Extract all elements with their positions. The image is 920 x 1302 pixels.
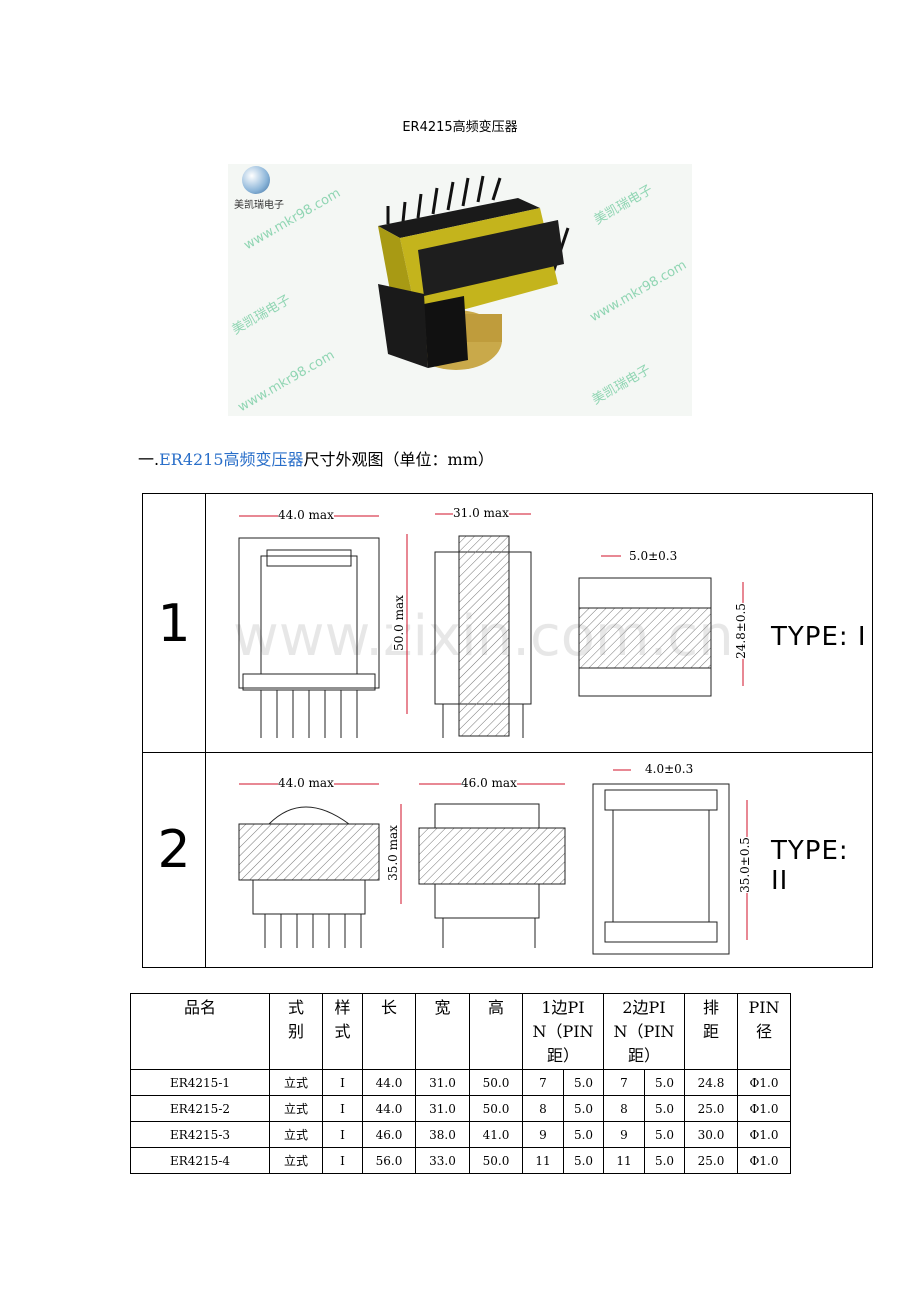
row1-number: 1 <box>157 594 191 654</box>
row2-side-view <box>418 803 566 948</box>
row1-side-view <box>434 535 532 738</box>
drawing-column-divider <box>205 494 206 967</box>
table-cell: 5.0 <box>644 1095 685 1122</box>
drawing-figures <box>238 513 748 955</box>
table-cell: 5.0 <box>644 1147 685 1174</box>
row1-row-spacing-dim: 24.8±0.5 <box>733 603 748 659</box>
table-cell: 7 <box>603 1069 645 1096</box>
logo-text: 美凯瑞电子 <box>234 200 284 211</box>
row2-height-dim: 35.0 max <box>385 825 400 881</box>
table-cell: 立式 <box>269 1121 323 1148</box>
table-cell: 5.0 <box>563 1121 604 1148</box>
transformer-photo <box>378 175 570 370</box>
table-cell: 50.0 <box>469 1069 523 1096</box>
table-row: ER4215-3 立式 I 46.0 38.0 41.0 9 5.0 9 5.0… <box>130 1121 791 1148</box>
section-heading: 一.ER4215高频变压器尺寸外观图（单位：mm） <box>138 446 494 470</box>
table-cell: I <box>322 1095 363 1122</box>
table-cell: ER4215-1 <box>130 1069 270 1096</box>
table-cell: I <box>322 1121 363 1148</box>
table-cell: 7 <box>522 1069 564 1096</box>
table-cell: 9 <box>603 1121 645 1148</box>
table-cell: 5.0 <box>644 1069 685 1096</box>
table-row: ER4215-4 立式 I 56.0 33.0 50.0 11 5.0 11 5… <box>130 1147 791 1174</box>
table-cell: 44.0 <box>362 1095 416 1122</box>
table-cell: 41.0 <box>469 1121 523 1148</box>
table-cell: 31.0 <box>415 1095 470 1122</box>
heading-link[interactable]: ER4215高频变压器 <box>159 450 304 469</box>
table-row: ER4215-2 立式 I 44.0 31.0 50.0 8 5.0 8 5.0… <box>130 1095 791 1122</box>
row1-front-view <box>238 537 380 738</box>
table-cell: 5.0 <box>644 1121 685 1148</box>
row2-front-view <box>238 806 380 948</box>
table-cell: ER4215-3 <box>130 1121 270 1148</box>
table-cell: Φ1.0 <box>737 1095 791 1122</box>
header-cell: 式 别 <box>269 993 323 1070</box>
row1-height-dim: 50.0 max <box>391 595 406 651</box>
row1-width-dim: 44.0 max <box>278 508 334 522</box>
table-cell: 56.0 <box>362 1147 416 1174</box>
table-cell: 立式 <box>269 1095 323 1122</box>
row1-depth-dim: 31.0 max <box>453 506 509 520</box>
row2-pin-pitch-dim: 4.0±0.3 <box>645 762 694 776</box>
table-cell: 46.0 <box>362 1121 416 1148</box>
table-cell: 立式 <box>269 1069 323 1096</box>
table-header-row: 品名 式 别 样 式 长 宽 高 1边PI N（PIN 距） 2边PI N（PI… <box>130 993 791 1070</box>
dimension-drawing: www.zixin.com.cn 1 2 TYPE: I TYPE: II <box>142 493 873 968</box>
table-cell: ER4215-2 <box>130 1095 270 1122</box>
row1-bottom-view <box>578 577 712 697</box>
heading-suffix: 尺寸外观图（单位：mm） <box>303 450 494 469</box>
table-cell: 5.0 <box>563 1147 604 1174</box>
document-title: ER4215高频变压器 <box>402 120 518 135</box>
company-logo: 美凯瑞电子 <box>234 166 290 211</box>
spec-table: 品名 式 别 样 式 长 宽 高 1边PI N（PIN 距） 2边PI N（PI… <box>130 993 791 1174</box>
table-cell: 44.0 <box>362 1069 416 1096</box>
header-cell: 宽 <box>415 993 470 1070</box>
row2-depth-dim: 46.0 max <box>461 776 517 790</box>
drawing-row-divider <box>143 752 872 753</box>
table-cell: 50.0 <box>469 1147 523 1174</box>
header-cell: 品名 <box>130 993 270 1070</box>
header-cell: 2边PI N（PIN 距） <box>603 993 685 1070</box>
header-cell: 1边PI N（PIN 距） <box>522 993 604 1070</box>
row2-row-spacing-dim: 35.0±0.5 <box>737 837 752 893</box>
table-cell: 11 <box>522 1147 564 1174</box>
product-photo: www.mkr98.com 美凯瑞电子 www.mkr98.com 美凯瑞电子 … <box>228 164 692 416</box>
logo-globe-icon <box>242 166 270 194</box>
table-cell: 30.0 <box>684 1121 738 1148</box>
row1-pin-pitch-dim: 5.0±0.3 <box>629 549 678 563</box>
table-cell: 38.0 <box>415 1121 470 1148</box>
table-cell: I <box>322 1147 363 1174</box>
table-cell: 33.0 <box>415 1147 470 1174</box>
row2-width-dim: 44.0 max <box>278 776 334 790</box>
table-cell: I <box>322 1069 363 1096</box>
table-cell: Φ1.0 <box>737 1147 791 1174</box>
row1-type-label: TYPE: I <box>771 622 867 652</box>
table-cell: Φ1.0 <box>737 1069 791 1096</box>
table-cell: 8 <box>522 1095 564 1122</box>
row2-bottom-view <box>592 783 730 955</box>
table-cell: 50.0 <box>469 1095 523 1122</box>
table-cell: 24.8 <box>684 1069 738 1096</box>
header-cell: 样 式 <box>322 993 363 1070</box>
table-cell: 31.0 <box>415 1069 470 1096</box>
header-cell: 排 距 <box>684 993 738 1070</box>
header-cell: 高 <box>469 993 523 1070</box>
row2-number: 2 <box>157 820 191 880</box>
table-cell: 立式 <box>269 1147 323 1174</box>
header-cell: 长 <box>362 993 416 1070</box>
table-cell: 5.0 <box>563 1069 604 1096</box>
table-cell: 8 <box>603 1095 645 1122</box>
table-cell: 9 <box>522 1121 564 1148</box>
table-cell: Φ1.0 <box>737 1121 791 1148</box>
table-cell: 11 <box>603 1147 645 1174</box>
table-cell: 5.0 <box>563 1095 604 1122</box>
row2-type-label: TYPE: II <box>771 836 849 896</box>
header-cell: PIN 径 <box>737 993 791 1070</box>
heading-prefix: 一. <box>138 450 160 469</box>
table-cell: 25.0 <box>684 1147 738 1174</box>
table-cell: 25.0 <box>684 1095 738 1122</box>
table-cell: ER4215-4 <box>130 1147 270 1174</box>
table-row: ER4215-1 立式 I 44.0 31.0 50.0 7 5.0 7 5.0… <box>130 1069 791 1096</box>
